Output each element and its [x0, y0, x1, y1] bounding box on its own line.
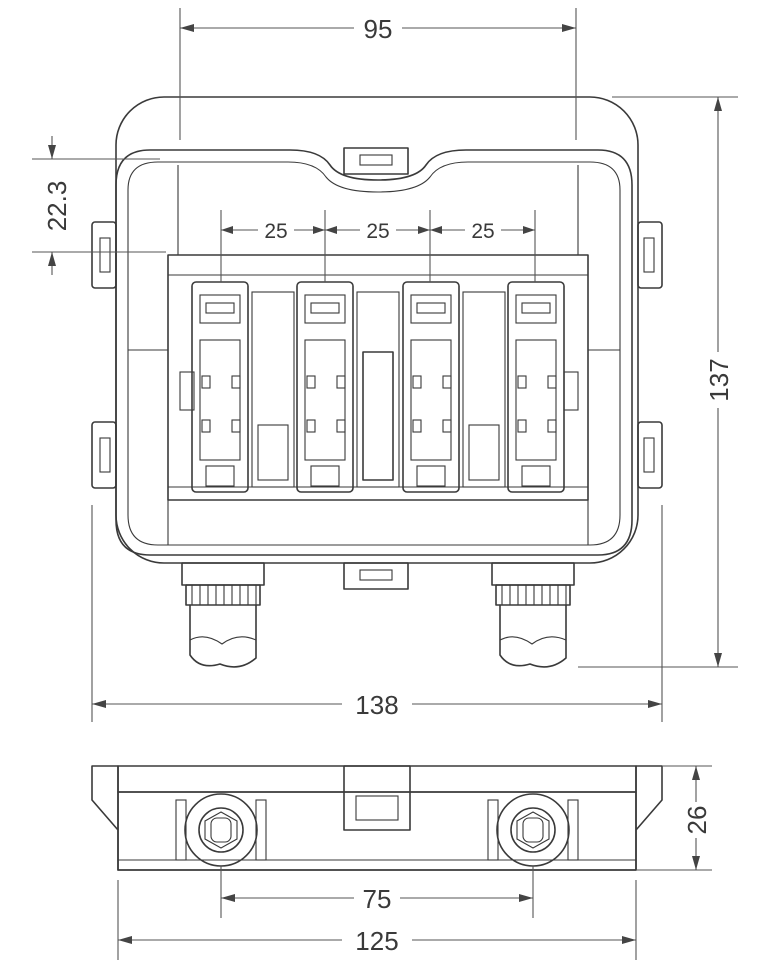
left-tab-upper-slot: [99, 237, 111, 273]
terminal-block-4: [507, 281, 565, 493]
left-tab-lower-slot: [99, 437, 111, 473]
terminal-block-1: [191, 281, 249, 493]
lid-outline: [115, 149, 633, 556]
dimension-125: 125: [117, 880, 637, 960]
bus-bar-center: [356, 291, 400, 488]
dimension-label-125: 125: [355, 926, 398, 956]
dimension-label-75: 75: [363, 884, 392, 914]
side-lid-band: [117, 765, 637, 793]
side-latch-window: [355, 795, 399, 821]
bus-bar-3: [462, 291, 506, 488]
right-side-clip: [563, 371, 579, 411]
dimension-137: 137: [578, 96, 738, 668]
left-side-clip: [179, 371, 195, 411]
dimension-75: 75: [220, 866, 534, 918]
terminal-compartment: [167, 254, 589, 501]
left-tab-lower: [91, 421, 117, 489]
right-tab-lower: [637, 421, 663, 489]
cable-gland-right: [491, 562, 575, 668]
bottom-latch: [343, 562, 409, 590]
right-tab-upper-slot: [643, 237, 655, 273]
side-body: [117, 791, 637, 871]
bus-bar-1: [251, 291, 295, 488]
side-latch: [343, 765, 411, 831]
right-tab-lower-slot: [643, 437, 655, 473]
cable-gland-left: [181, 562, 265, 668]
dimension-95: 95: [179, 8, 577, 140]
dimension-label-138: 138: [355, 690, 398, 720]
dimension-22-3: 22.3: [32, 136, 166, 275]
terminal-block-2: [296, 281, 354, 493]
terminal-block-3: [402, 281, 460, 493]
dimension-label-26: 26: [682, 806, 712, 835]
top-latch-slot: [359, 154, 393, 166]
dimension-pitch-row: 25 25 25: [220, 210, 536, 282]
dimension-label-25-third: 25: [471, 220, 494, 243]
left-tab-upper: [91, 221, 117, 289]
side-cable-gland-right: [487, 793, 579, 867]
dimension-label-137: 137: [704, 358, 734, 401]
dimension-label-22-3: 22.3: [42, 181, 72, 232]
housing-outer-outline: [115, 96, 639, 564]
dimension-label-95: 95: [364, 14, 393, 44]
dimension-26: 26: [636, 765, 712, 871]
bottom-latch-slot: [359, 569, 393, 581]
right-tab-upper: [637, 221, 663, 289]
side-view: [91, 765, 663, 871]
dimension-138: 138: [91, 505, 663, 722]
dimension-label-25-second: 25: [366, 220, 389, 243]
top-view: [91, 96, 663, 668]
side-housing-outline: [91, 765, 663, 871]
lid-inner-outline: [127, 161, 621, 546]
side-cable-gland-left: [175, 793, 267, 867]
dimension-label-25-first: 25: [264, 220, 287, 243]
top-latch: [343, 147, 409, 175]
